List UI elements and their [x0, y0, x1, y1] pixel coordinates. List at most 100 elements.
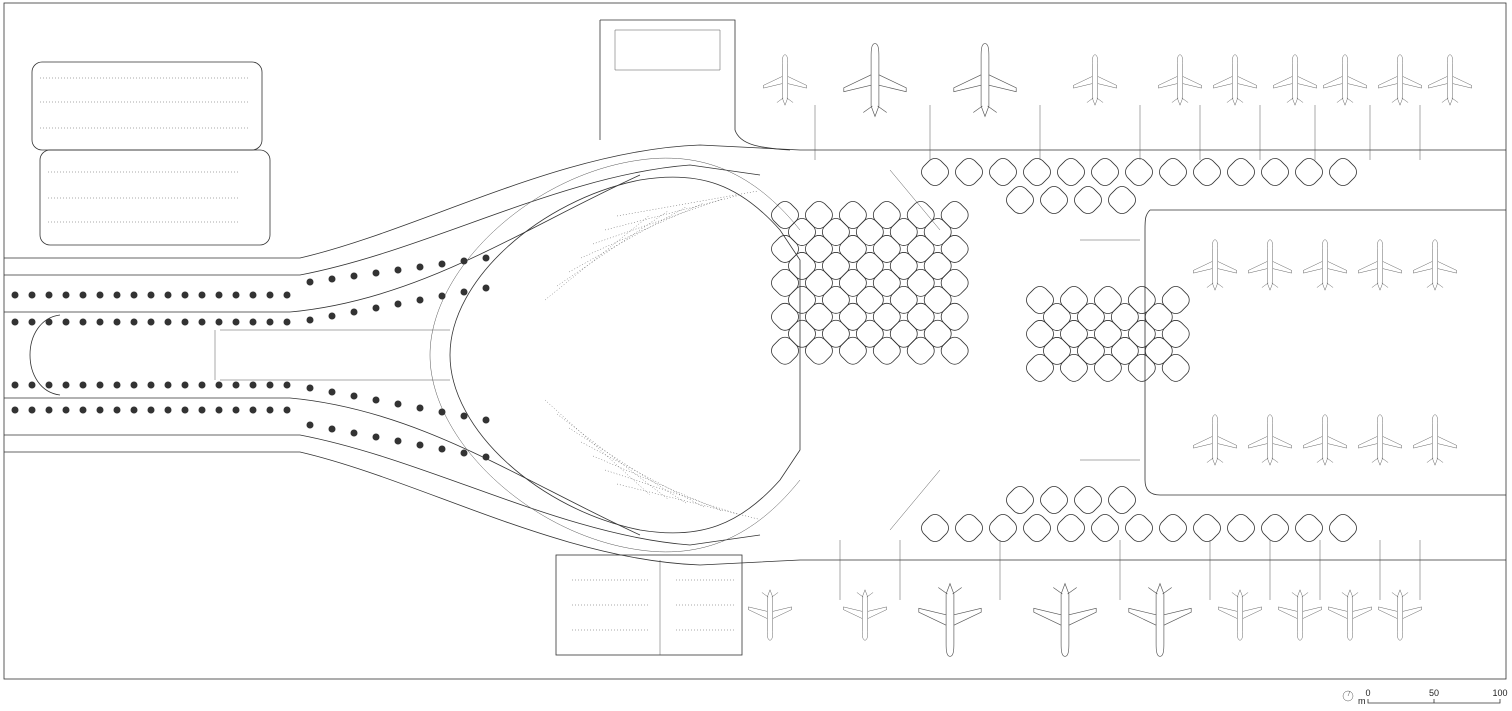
roof-module	[955, 158, 983, 186]
roof-module	[1026, 353, 1054, 382]
roof-module	[1060, 353, 1088, 382]
aircraft-fuselage	[1347, 589, 1353, 641]
parking-lot-northwest	[31, 61, 271, 246]
roof-module	[923, 218, 952, 246]
aircraft	[748, 589, 792, 641]
roof-module	[872, 302, 901, 331]
aircraft-wings	[763, 76, 807, 103]
roof-module	[1110, 337, 1139, 365]
aircraft-fuselage	[1377, 239, 1383, 291]
aircraft-wings	[1413, 261, 1457, 288]
roof-module	[838, 201, 867, 229]
parking-row	[616, 190, 759, 217]
roof-module	[1074, 486, 1102, 514]
tree	[350, 272, 358, 280]
aircraft-wings	[1413, 436, 1457, 463]
aircraft-wings	[1033, 587, 1097, 626]
roof-module	[1144, 337, 1173, 365]
roof-module	[955, 514, 983, 542]
roof-module	[1227, 514, 1255, 542]
aircraft	[1278, 589, 1322, 641]
tree	[45, 406, 53, 414]
roof-module	[771, 268, 799, 297]
tree	[79, 406, 87, 414]
scale-label-0: 0	[1365, 688, 1370, 698]
roof-module	[822, 252, 850, 280]
roof-module	[1077, 337, 1105, 365]
roof-module	[940, 235, 969, 263]
roof-module	[838, 268, 867, 297]
parking-rows	[40, 77, 759, 631]
aircraft-wings	[1323, 76, 1367, 103]
aircraft	[1248, 239, 1292, 291]
tree	[460, 257, 468, 265]
roof-module	[805, 302, 833, 331]
tree	[460, 288, 468, 296]
tree	[372, 396, 380, 404]
roof-module	[889, 319, 918, 348]
tree	[215, 406, 223, 414]
aircraft-wings	[1213, 76, 1257, 103]
roof-module	[989, 514, 1017, 542]
scale-label-100: 100	[1492, 688, 1507, 698]
aircraft-wings	[1073, 76, 1117, 103]
tree	[130, 406, 138, 414]
tree	[372, 269, 380, 277]
aircraft-fuselage	[1212, 414, 1218, 466]
central-parking-island	[449, 176, 801, 534]
tree	[198, 381, 206, 389]
roof-module	[1040, 486, 1068, 514]
roof-module	[1161, 286, 1190, 314]
roof-module	[889, 218, 918, 246]
aircraft	[1128, 582, 1192, 657]
aircraft-wings	[843, 592, 887, 619]
aircraft-wings	[1273, 76, 1317, 103]
tree	[164, 318, 172, 326]
aircraft-wings	[1358, 436, 1402, 463]
aircraft-fuselage	[1155, 582, 1165, 657]
roof-module	[788, 218, 816, 246]
tree	[416, 263, 424, 271]
aircraft	[1218, 589, 1262, 641]
roof-module	[805, 336, 833, 365]
tree	[96, 318, 104, 326]
roof-module	[1261, 514, 1289, 542]
tree	[283, 318, 291, 326]
roof-module	[805, 201, 833, 229]
roof-module	[1074, 186, 1102, 214]
roof-module	[1043, 337, 1071, 365]
tree	[62, 318, 70, 326]
roof-module	[940, 302, 969, 331]
parking-row	[556, 413, 669, 500]
roof-module	[1161, 320, 1190, 348]
tree	[164, 291, 172, 299]
aircraft-wings	[1193, 436, 1237, 463]
aircraft-fuselage	[1232, 54, 1238, 106]
scale-bar: m 0 50 100	[1342, 688, 1508, 706]
aircraft	[1073, 54, 1117, 106]
roof-module	[1023, 514, 1051, 542]
roof-module	[1057, 158, 1085, 186]
tree	[232, 291, 240, 299]
tree	[394, 266, 402, 274]
tree	[11, 291, 19, 299]
roof-module	[906, 201, 935, 229]
tree	[62, 406, 70, 414]
aircraft	[1378, 589, 1422, 641]
roof-module	[872, 201, 901, 229]
parking-row	[544, 214, 651, 301]
tree	[283, 406, 291, 414]
aircraft-wings	[748, 592, 792, 619]
aircraft-fuselage	[782, 54, 788, 106]
roof-module	[1261, 158, 1289, 186]
aircraft-wings	[843, 74, 907, 113]
tree	[62, 291, 70, 299]
tree	[147, 406, 155, 414]
roof-module	[889, 252, 918, 280]
tree	[215, 318, 223, 326]
tree	[45, 318, 53, 326]
tree	[328, 275, 336, 283]
tree	[249, 318, 257, 326]
tree	[215, 291, 223, 299]
roof-module	[889, 285, 918, 314]
